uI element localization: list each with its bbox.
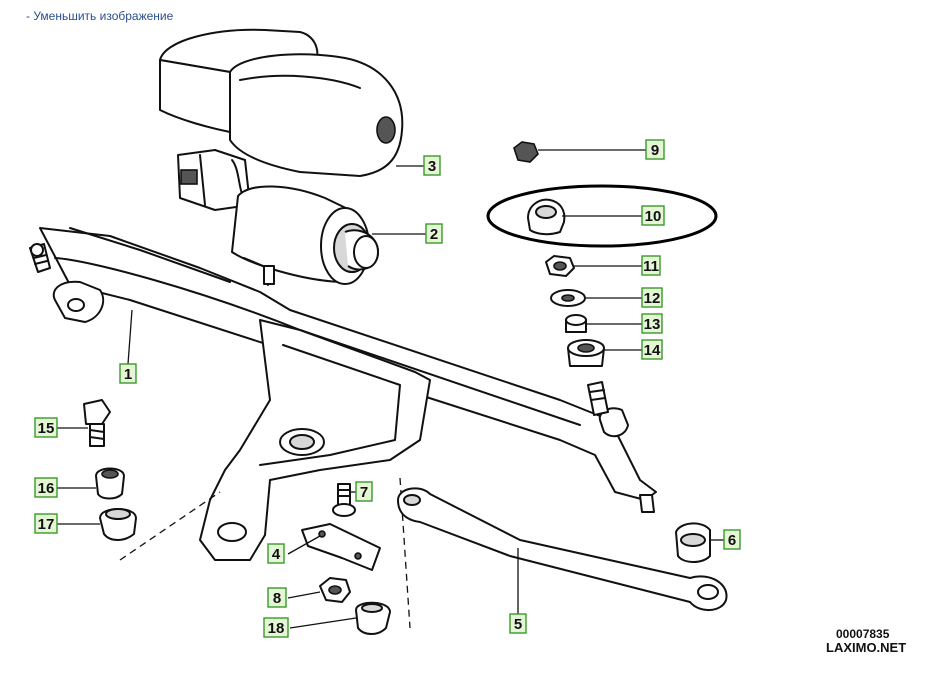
part-16-bushing[interactable] xyxy=(95,467,125,500)
callout-3[interactable]: 3 xyxy=(423,155,441,176)
svg-text:11: 11 xyxy=(643,258,659,275)
part-6-bushing[interactable] xyxy=(675,522,711,563)
svg-text:4: 4 xyxy=(272,546,281,563)
svg-text:18: 18 xyxy=(268,620,285,637)
callout-5[interactable]: 5 xyxy=(509,613,527,634)
part-13-bushing[interactable] xyxy=(565,314,587,333)
callout-6[interactable]: 6 xyxy=(723,529,741,550)
svg-text:5: 5 xyxy=(514,616,522,633)
part-10-cap-nut[interactable] xyxy=(527,198,566,236)
svg-text:17: 17 xyxy=(38,516,55,533)
callout-17[interactable]: 17 xyxy=(34,513,58,534)
callout-15[interactable]: 15 xyxy=(34,417,58,438)
part-left-spindle xyxy=(29,243,51,273)
callout-7[interactable]: 7 xyxy=(355,481,373,502)
part-8-nut[interactable] xyxy=(319,577,351,603)
svg-text:3: 3 xyxy=(428,158,436,175)
svg-text:10: 10 xyxy=(645,208,662,225)
svg-text:13: 13 xyxy=(644,316,661,333)
part-12-washer[interactable] xyxy=(550,289,586,307)
laximo-watermark: LAXIMO.NET xyxy=(826,640,906,655)
svg-text:7: 7 xyxy=(360,484,368,501)
svg-text:12: 12 xyxy=(644,290,661,307)
part-1-linkage-frame[interactable] xyxy=(39,227,657,561)
part-11-nut[interactable] xyxy=(545,255,575,277)
part-2-wiper-motor[interactable] xyxy=(231,185,379,286)
svg-text:2: 2 xyxy=(430,226,438,243)
callout-9[interactable]: 9 xyxy=(645,139,665,160)
svg-text:15: 15 xyxy=(38,420,55,437)
part-18-grommet[interactable] xyxy=(355,601,391,635)
shrink-image-link[interactable]: - Уменьшить изображение xyxy=(26,9,174,23)
part-15-bolt[interactable] xyxy=(83,399,111,447)
callout-18[interactable]: 18 xyxy=(263,617,289,638)
part-4-bracket[interactable] xyxy=(301,523,381,571)
svg-text:6: 6 xyxy=(728,532,736,549)
callout-16[interactable]: 16 xyxy=(34,477,58,498)
svg-text:9: 9 xyxy=(651,142,659,159)
callout-10[interactable]: 10 xyxy=(641,205,665,226)
callout-8[interactable]: 8 xyxy=(267,587,287,608)
part-5-connecting-rod[interactable] xyxy=(397,487,728,611)
callout-1[interactable]: 1 xyxy=(119,363,137,384)
part-right-spindle xyxy=(587,381,655,513)
part-14-bearing[interactable] xyxy=(567,339,605,367)
leader-lines xyxy=(57,149,724,629)
callout-11[interactable]: 11 xyxy=(641,255,661,276)
part-9-nut[interactable] xyxy=(513,141,539,163)
svg-text:14: 14 xyxy=(644,342,661,359)
svg-text:16: 16 xyxy=(38,480,55,497)
part-3-motor-cover[interactable] xyxy=(159,28,404,177)
svg-text:1: 1 xyxy=(124,366,132,383)
callout-2[interactable]: 2 xyxy=(425,223,443,244)
callout-12[interactable]: 12 xyxy=(641,287,663,308)
diagram-code: 00007835 xyxy=(836,627,890,641)
group-line-left xyxy=(119,491,221,561)
callout-14[interactable]: 14 xyxy=(641,339,663,360)
part-motor-connector xyxy=(177,149,251,211)
part-17-grommet[interactable] xyxy=(99,508,137,541)
callout-4[interactable]: 4 xyxy=(267,543,285,564)
callout-13[interactable]: 13 xyxy=(641,313,663,334)
part-7-screw[interactable] xyxy=(332,483,356,517)
highlight-ellipse-part-10 xyxy=(486,184,718,248)
svg-text:8: 8 xyxy=(273,590,281,607)
